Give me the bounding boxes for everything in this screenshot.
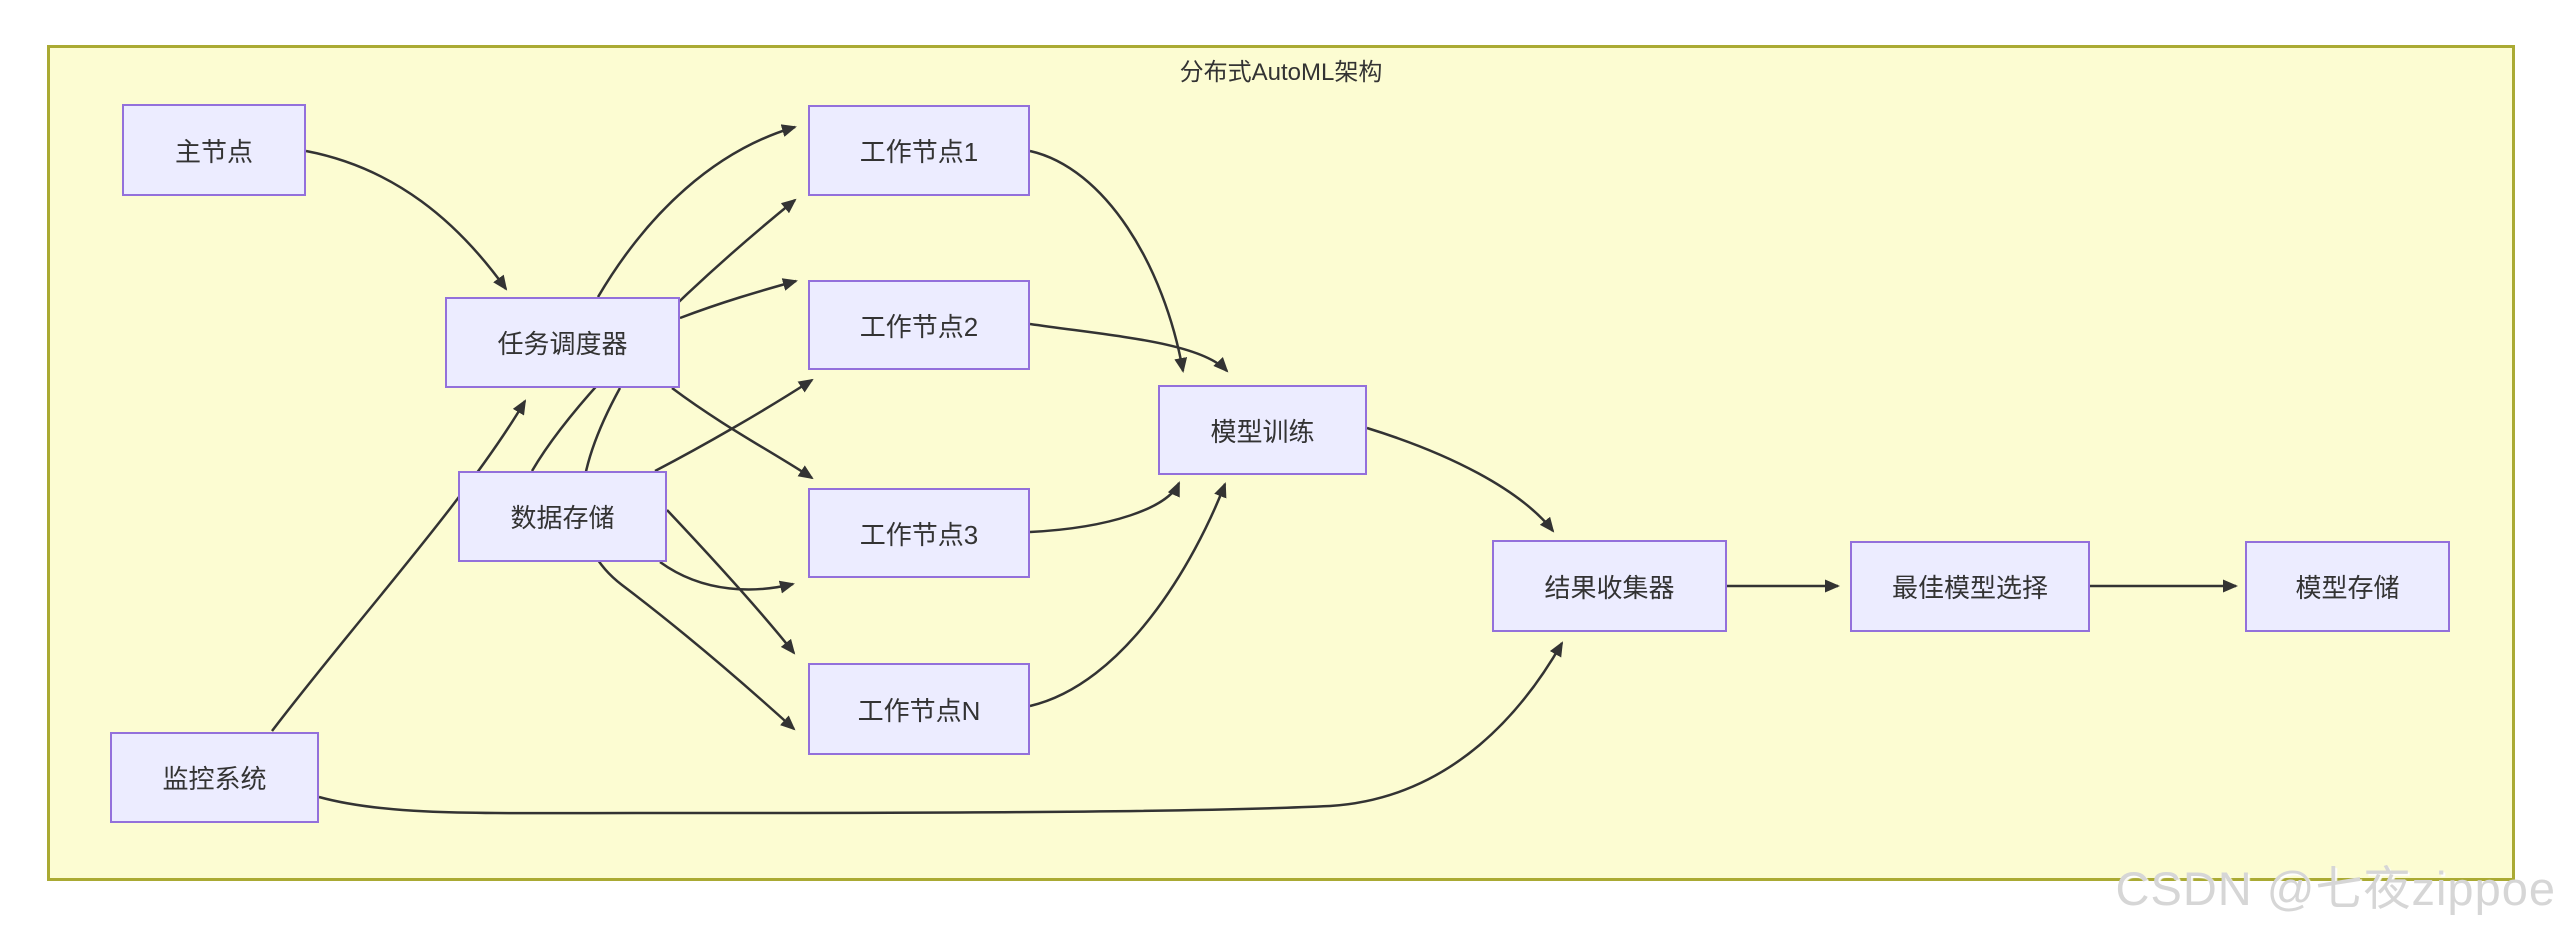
edge-workerN-to-training xyxy=(1029,482,1227,708)
edge-scheduler-to-worker1 xyxy=(596,124,797,298)
edge-worker2-to-training xyxy=(1029,322,1229,373)
node-storage: 数据存储 xyxy=(458,471,667,562)
node-worker3: 工作节点3 xyxy=(808,488,1030,578)
node-master: 主节点 xyxy=(122,104,306,196)
node-worker3-label: 工作节点3 xyxy=(859,519,979,550)
node-monitor-label: 监控系统 xyxy=(162,764,267,794)
edge-monitor-to-collector xyxy=(318,641,1564,815)
node-modelstore-label: 模型存储 xyxy=(2295,573,2400,603)
edge-worker3-to-training xyxy=(1029,481,1181,534)
edge-training-to-collector xyxy=(1366,426,1555,533)
csdn-watermark: CSDN @七夜zippoe xyxy=(2115,862,2556,915)
node-worker2-label: 工作节点2 xyxy=(859,311,979,342)
node-worker2: 工作节点2 xyxy=(808,280,1030,370)
node-storage-label: 数据存储 xyxy=(510,503,615,533)
node-collector-label: 结果收集器 xyxy=(1544,572,1675,603)
node-monitor: 监控系统 xyxy=(110,732,319,823)
edge-monitor-to-scheduler xyxy=(271,399,527,732)
edge-storage-to-worker3 xyxy=(659,560,795,594)
node-scheduler-label: 任务调度器 xyxy=(497,329,628,359)
edge-worker1-to-training xyxy=(1029,149,1188,373)
edge-scheduler-to-worker3 xyxy=(671,386,814,480)
edge-storage-to-workerN xyxy=(666,509,796,655)
edge-scheduler-to-worker2 xyxy=(679,278,798,320)
node-scheduler: 任务调度器 xyxy=(445,297,680,388)
node-training: 模型训练 xyxy=(1158,385,1367,475)
node-best-label: 最佳模型选择 xyxy=(1891,573,2048,603)
node-master-label: 主节点 xyxy=(174,136,253,167)
edge-master-to-scheduler xyxy=(305,149,508,291)
node-worker1: 工作节点1 xyxy=(808,105,1030,196)
diagram-title: 分布式AutoML架构 xyxy=(1179,59,1383,86)
edge-storage-to-worker2 xyxy=(654,378,814,473)
edge-scheduler-to-workerN xyxy=(580,387,796,731)
node-worker1-label: 工作节点1 xyxy=(859,137,979,167)
node-workerN-label: 工作节点N xyxy=(857,695,981,726)
node-workerN: 工作节点N xyxy=(808,663,1030,755)
node-collector: 结果收集器 xyxy=(1492,540,1727,632)
node-best: 最佳模型选择 xyxy=(1850,541,2090,632)
node-training-label: 模型训练 xyxy=(1210,416,1315,447)
node-modelstore: 模型存储 xyxy=(2245,541,2450,632)
